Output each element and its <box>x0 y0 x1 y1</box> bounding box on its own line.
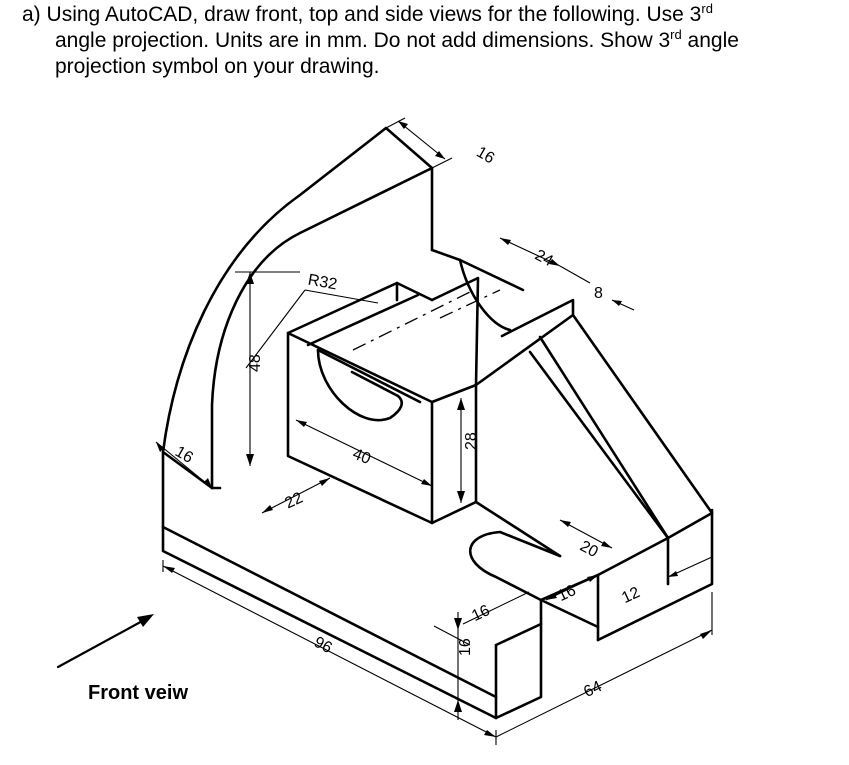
dim-r32: R32 <box>307 272 339 294</box>
block-inner-line <box>350 370 400 398</box>
dim-40: 40 <box>350 446 373 468</box>
slot-floor-edge <box>539 598 600 629</box>
base-slot-walls <box>539 573 600 642</box>
block-right-face <box>430 383 478 525</box>
rib-diagonal <box>528 350 670 540</box>
task-line-1-text: Using AutoCAD, draw front, top and side … <box>46 3 702 26</box>
task-line-1: a) Using AutoCAD, draw front, top and si… <box>22 2 837 28</box>
dimension-labels: 16 24 8 R32 48 16 40 22 28 20 16 12 16 1… <box>172 144 643 701</box>
block-ridge <box>306 293 420 347</box>
dim-16-top: 16 <box>473 144 497 168</box>
task-prefix: a) <box>22 3 41 26</box>
task-line-2-tail: angle <box>681 29 739 52</box>
back-wall-front-face <box>210 166 434 490</box>
dim-48: 48 <box>247 354 264 372</box>
dim-96: 96 <box>311 634 335 657</box>
dim-20: 20 <box>577 538 601 561</box>
base-right-face <box>596 508 714 642</box>
rib-lower-edge <box>474 500 670 586</box>
dim-22: 22 <box>282 489 305 512</box>
dim-8: 8 <box>594 285 603 302</box>
task-line-2: angle projection. Units are in mm. Do no… <box>22 28 837 54</box>
dim-16-height: 16 <box>457 638 474 656</box>
dim-16-mid: 16 <box>469 602 492 625</box>
hidden-line-1 <box>352 291 471 351</box>
base-front-top <box>494 622 543 647</box>
base-front-block <box>494 622 543 720</box>
task-statement: a) Using AutoCAD, draw front, top and si… <box>22 2 837 80</box>
task-line-2-text: angle projection. Units are in mm. Do no… <box>55 29 671 52</box>
block-upper-arc <box>458 258 512 332</box>
back-wall-left-outer <box>161 126 434 529</box>
base-top-left-edge <box>161 525 498 699</box>
hidden-line-2 <box>439 289 501 319</box>
block-groove-line <box>316 348 422 404</box>
dim-64: 64 <box>581 678 604 701</box>
block-semicircle-cut <box>316 348 403 422</box>
arrow-icon <box>137 614 154 627</box>
block-top-right <box>395 276 480 387</box>
superscript-rd: rd <box>701 1 713 16</box>
dim-16-left: 16 <box>172 443 196 467</box>
dim-16-slot: 16 <box>555 582 578 605</box>
base-left-face-top <box>161 525 498 720</box>
hidden-lines <box>352 289 501 351</box>
front-view-arrow-shaft <box>56 617 148 669</box>
dim-12: 12 <box>619 584 642 607</box>
rib-outline <box>474 298 714 540</box>
dim-24: 24 <box>532 247 556 270</box>
front-view-label: Front veiw <box>88 682 188 704</box>
dim-28: 28 <box>463 432 480 450</box>
dimension-lines <box>155 117 713 745</box>
block-front-face <box>286 331 434 525</box>
superscript-rd: rd <box>670 27 682 42</box>
front-view-indicator: Front veiw <box>56 614 188 704</box>
task-line-3: projection symbol on your drawing. <box>55 55 380 78</box>
object-outline <box>161 126 714 720</box>
slot-u-curve <box>468 530 562 602</box>
block-rear-top <box>430 248 525 292</box>
